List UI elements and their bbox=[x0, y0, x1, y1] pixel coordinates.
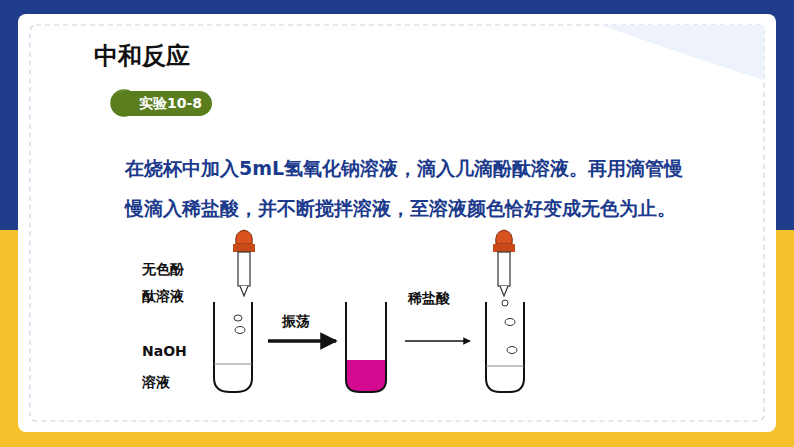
slide-title: 中和反应 bbox=[94, 40, 190, 72]
indicator-label: 无色酚 酞溶液 bbox=[142, 256, 194, 309]
shake-label: 振荡 bbox=[282, 313, 326, 330]
right-tube bbox=[486, 230, 524, 392]
next-arrow bbox=[405, 340, 470, 342]
naoh-label: NaOH 溶液 bbox=[142, 336, 194, 398]
dashed-frame bbox=[30, 25, 764, 421]
instruction-text: 在烧杯中加入5mL氢氧化钠溶液，滴入几滴酚酞溶液。再用滴管慢慢滴入稀盐酸，并不断… bbox=[125, 148, 695, 228]
acid-label: 稀盐酸 bbox=[408, 290, 468, 307]
corner-decoration bbox=[600, 25, 764, 80]
shake-arrow bbox=[268, 339, 336, 343]
card bbox=[18, 14, 776, 432]
badge-label: 实验10-8 bbox=[139, 95, 202, 113]
middle-tube bbox=[346, 302, 386, 392]
left-tube bbox=[214, 230, 255, 392]
experiment-badge: 实验10-8 bbox=[111, 91, 212, 116]
